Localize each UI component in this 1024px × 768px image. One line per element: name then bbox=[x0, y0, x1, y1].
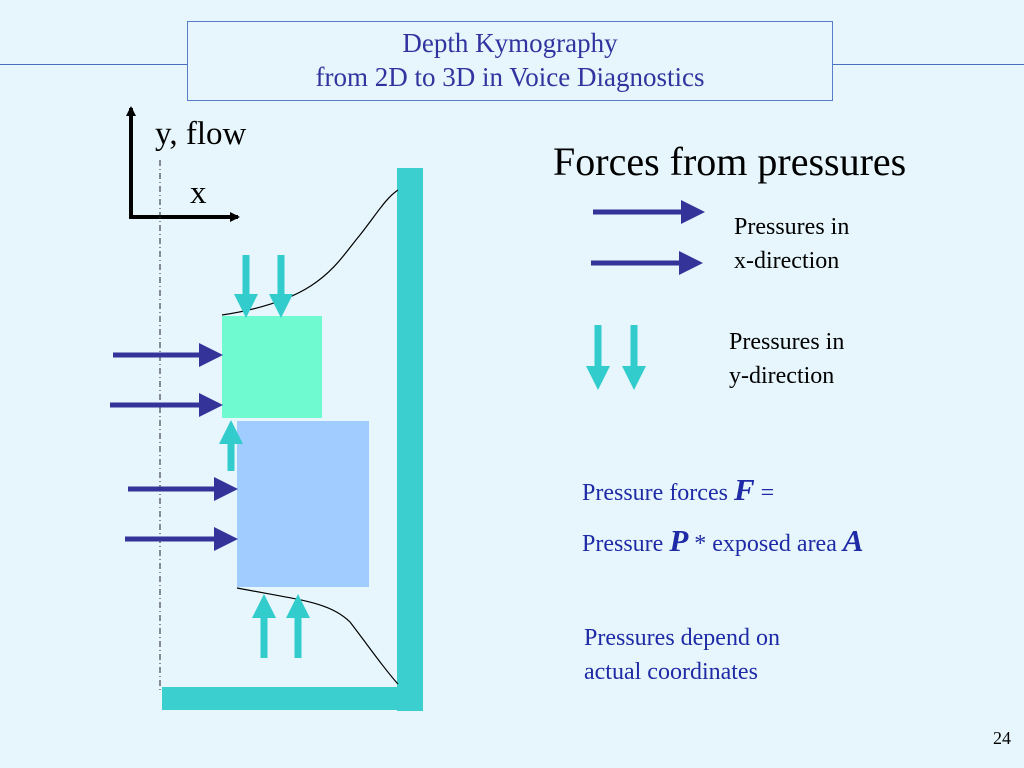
formula-symbol-P: P bbox=[669, 523, 689, 558]
formula-equals: = bbox=[754, 480, 775, 506]
y-pressure-arrow bbox=[234, 255, 258, 318]
formula-text-3: * exposed area bbox=[688, 531, 843, 557]
formula-symbol-F: F bbox=[733, 472, 755, 507]
upper-mass bbox=[222, 316, 322, 418]
legend-x-arrow bbox=[593, 200, 705, 224]
x-axis-label: x bbox=[190, 175, 207, 211]
title-line-2: from 2D to 3D in Voice Diagnostics bbox=[315, 62, 705, 92]
legend-x-line-1: Pressures in bbox=[734, 214, 850, 240]
formula-text-2: Pressure bbox=[582, 531, 670, 557]
legend-y-arrow bbox=[622, 325, 646, 390]
note-line-1: Pressures depend on bbox=[584, 625, 780, 651]
title-line-1: Depth Kymography bbox=[402, 28, 618, 58]
x-pressure-arrow bbox=[110, 393, 223, 417]
slide-title: Depth Kymography from 2D to 3D in Voice … bbox=[187, 21, 833, 101]
y-pressure-arrow bbox=[252, 594, 276, 658]
formula-text-1: Pressure forces bbox=[582, 480, 734, 506]
pressure-force-formula: Pressure forces F = Pressure P * exposed… bbox=[582, 466, 864, 568]
y-pressure-arrow bbox=[219, 420, 243, 471]
legend-x-line-2: x-direction bbox=[734, 248, 840, 274]
bottom-wall bbox=[162, 687, 398, 710]
right-wall bbox=[397, 168, 423, 711]
panel-heading: Forces from pressures bbox=[553, 139, 907, 184]
y-axis-label: y, flow bbox=[155, 116, 247, 152]
legend-x-arrow bbox=[591, 251, 703, 275]
legend-y-label: Pressures in y-direction bbox=[729, 325, 844, 393]
lower-contour bbox=[236, 587, 399, 685]
note-line-2: actual coordinates bbox=[584, 659, 758, 685]
x-pressure-arrow bbox=[128, 477, 238, 501]
coordinates-note: Pressures depend on actual coordinates bbox=[584, 621, 780, 689]
legend-y-line-2: y-direction bbox=[729, 363, 835, 389]
legend-x-label: Pressures in x-direction bbox=[734, 210, 849, 278]
y-pressure-arrow bbox=[269, 255, 293, 318]
legend-y-line-1: Pressures in bbox=[729, 329, 845, 355]
page-number: 24 bbox=[993, 728, 1011, 748]
formula-symbol-A: A bbox=[842, 523, 864, 558]
legend-y-arrow bbox=[586, 325, 610, 390]
y-pressure-arrow bbox=[286, 594, 310, 658]
lower-mass bbox=[237, 421, 369, 587]
formula-line-1: Pressure forces F = bbox=[582, 466, 864, 517]
x-pressure-arrow bbox=[113, 343, 223, 367]
x-pressure-arrow bbox=[125, 527, 238, 551]
formula-line-2: Pressure P * exposed area A bbox=[582, 517, 864, 568]
